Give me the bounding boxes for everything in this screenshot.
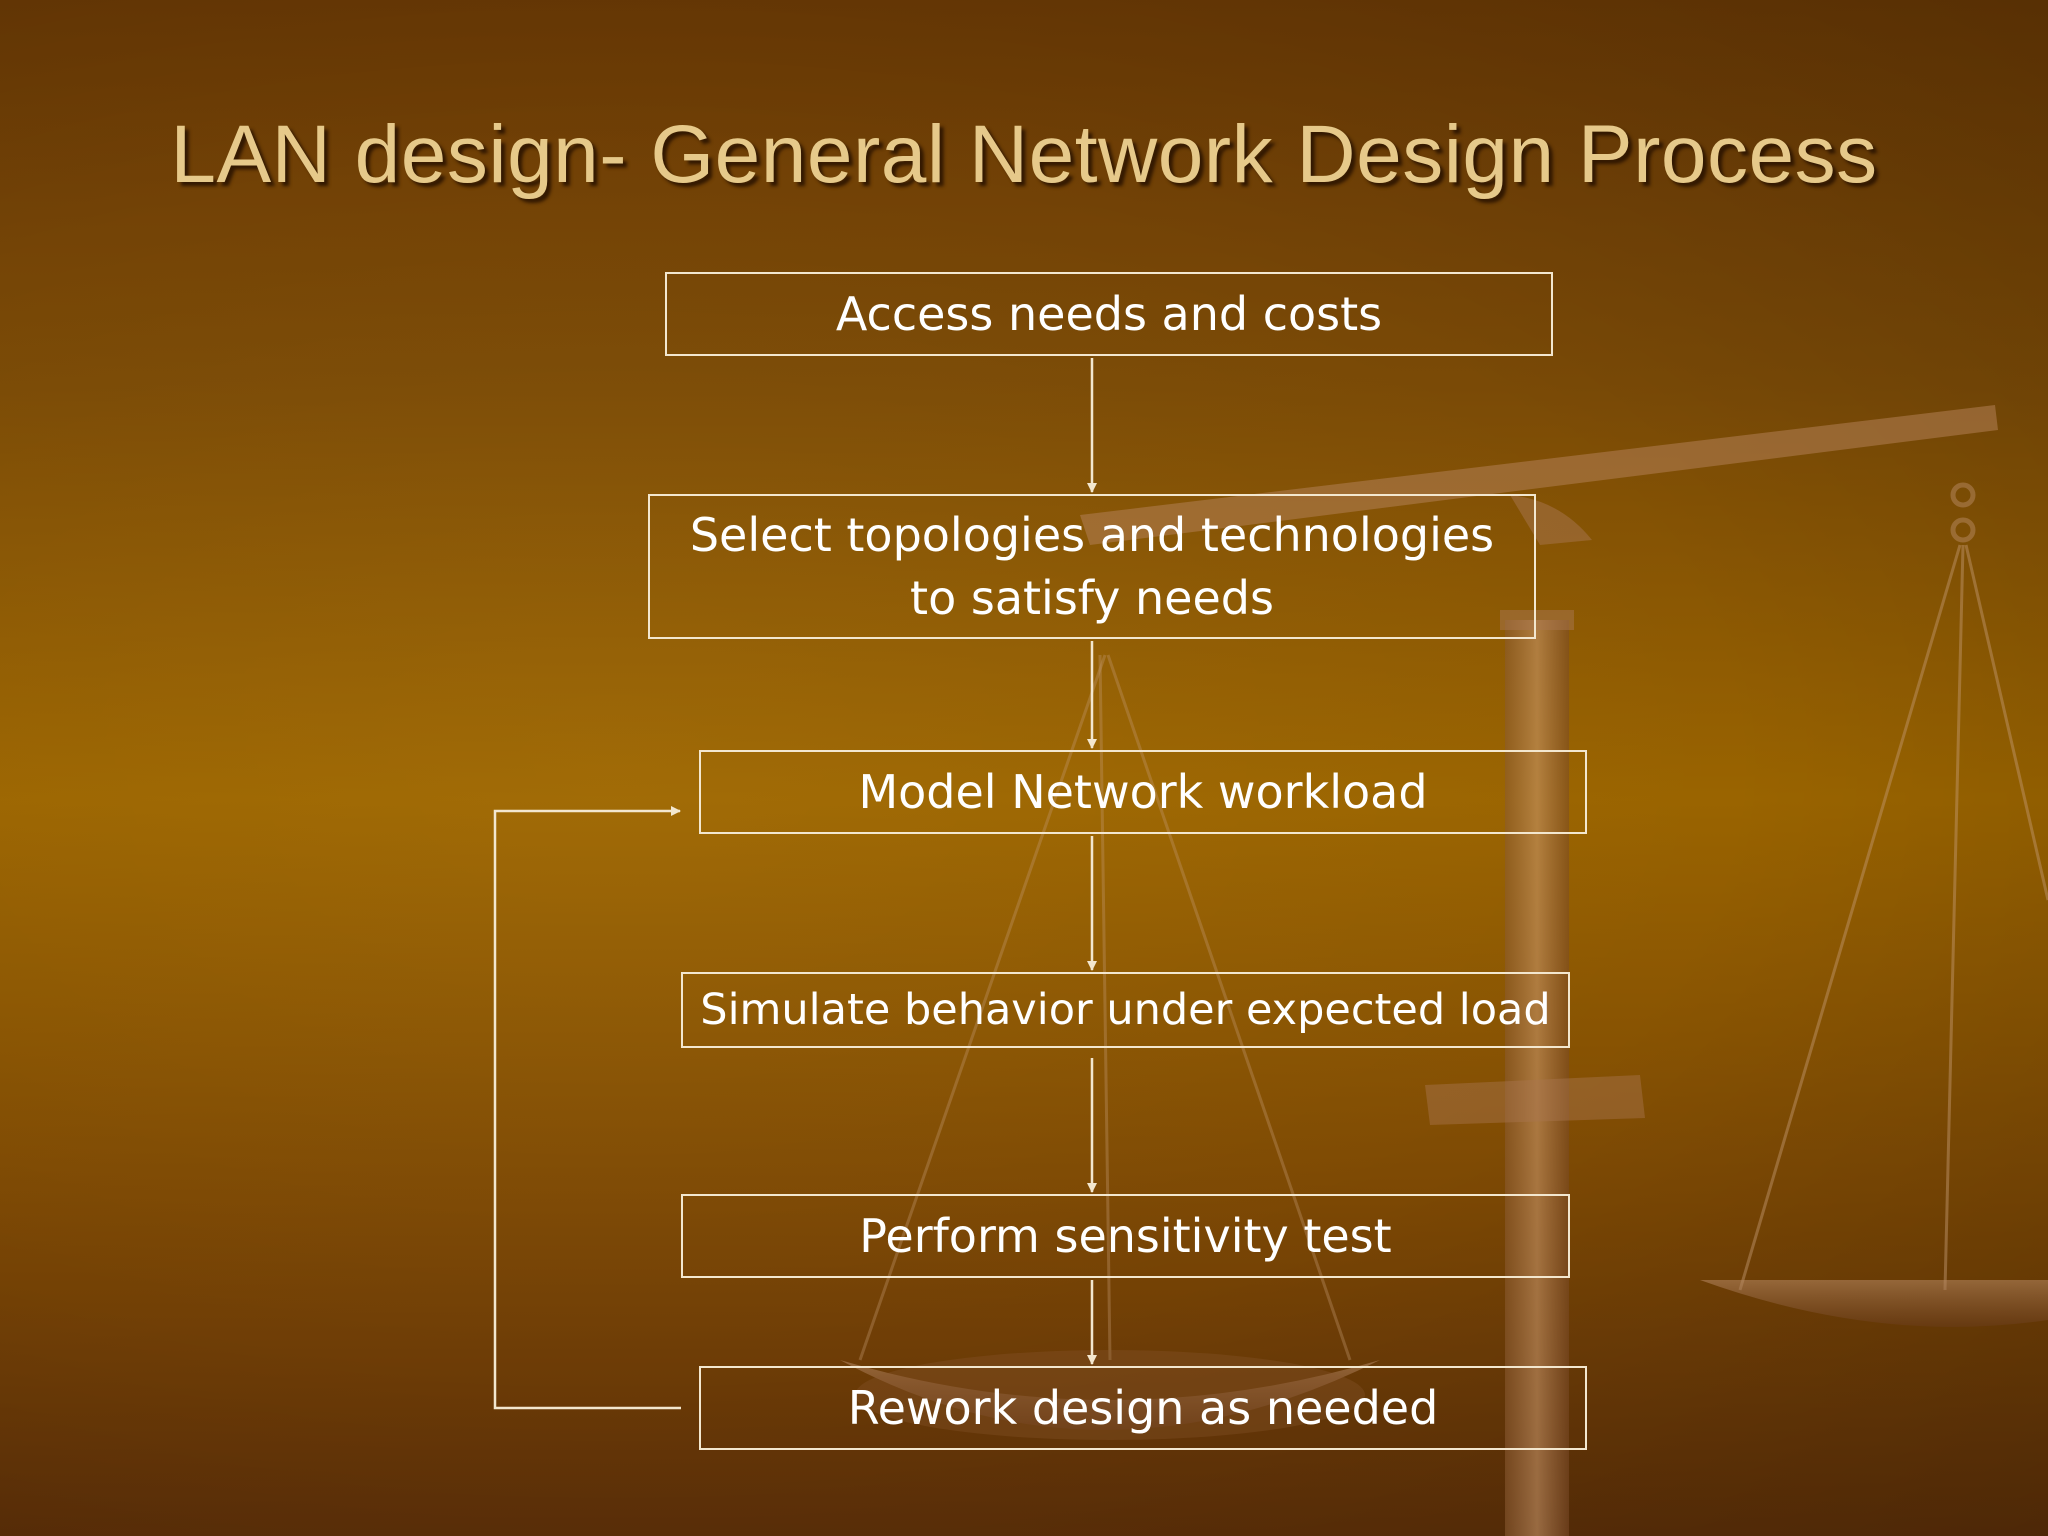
step-access-needs: Access needs and costs xyxy=(665,272,1553,356)
step-label: Rework design as needed xyxy=(847,1380,1439,1435)
step-label: Simulate behavior under expected load xyxy=(700,984,1551,1035)
slide-title: LAN design- General Network Design Proce… xyxy=(170,109,1878,200)
feedback-loop-arrow xyxy=(493,806,681,1410)
step-model-workload: Model Network workload xyxy=(699,750,1587,834)
step-label: Model Network workload xyxy=(858,764,1428,819)
step-label: Access needs and costs xyxy=(835,286,1383,341)
step-label: Select topologies and technologies to sa… xyxy=(689,508,1495,625)
step-select-topologies: Select topologies and technologies to sa… xyxy=(648,494,1536,639)
step-rework-design: Rework design as needed xyxy=(699,1366,1587,1450)
step-sensitivity-test: Perform sensitivity test xyxy=(681,1194,1570,1278)
step-simulate-behavior: Simulate behavior under expected load xyxy=(681,972,1570,1048)
step-label: Perform sensitivity test xyxy=(859,1208,1392,1263)
